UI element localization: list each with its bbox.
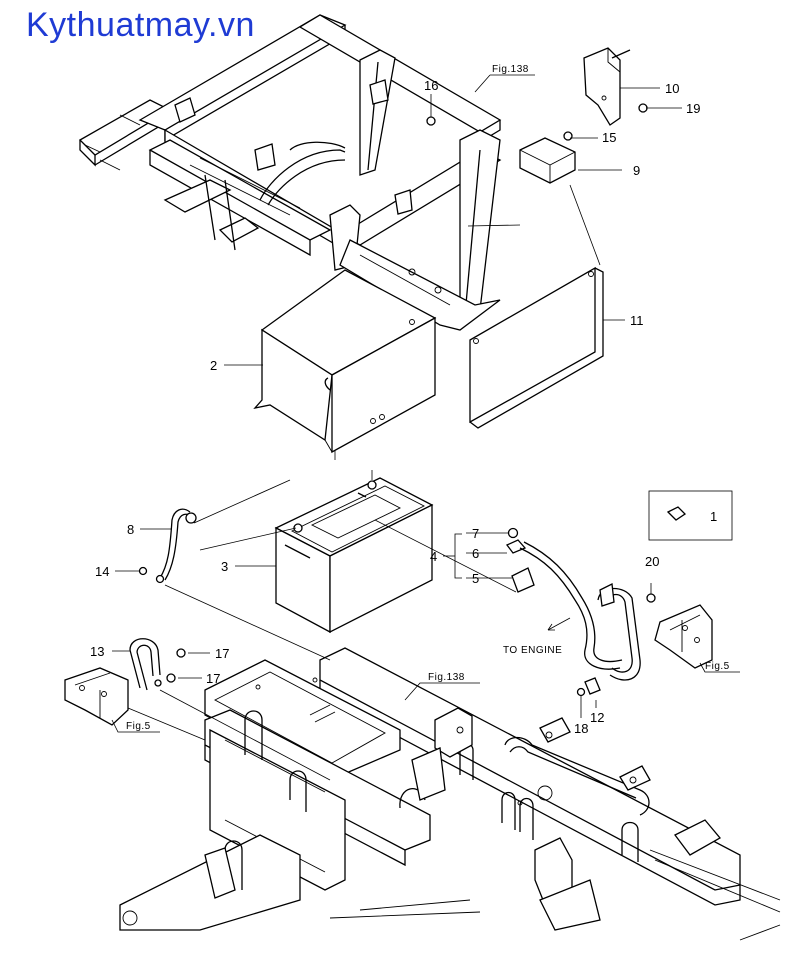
fasteners <box>138 103 687 697</box>
callout-6: 6 <box>472 546 479 561</box>
battery <box>274 477 434 634</box>
callout-20: 20 <box>645 554 659 569</box>
callout-8: 8 <box>127 522 134 537</box>
callout-5: 5 <box>472 571 479 586</box>
left-bracket <box>64 638 162 726</box>
callout-11: 11 <box>630 313 644 328</box>
callout-16: 16 <box>424 78 438 93</box>
callout-3: 3 <box>221 559 228 574</box>
clamp-9 <box>519 137 576 184</box>
figure-references: Fig.138 Fig.138 Fig.5 Fig.5 TO ENGINE <box>126 64 730 732</box>
figref-138-bottom: Fig.138 <box>428 672 465 683</box>
to-engine-note: TO ENGINE <box>503 645 562 656</box>
figref-138-top: Fig.138 <box>492 64 529 75</box>
callout-18: 18 <box>574 721 588 736</box>
callout-2: 2 <box>210 358 217 373</box>
bracket-10 <box>583 47 631 126</box>
callout-7: 7 <box>472 526 479 541</box>
callout-13: 13 <box>90 644 104 659</box>
callout-1: 1 <box>710 509 717 524</box>
callout-9: 9 <box>633 163 640 178</box>
callout-17-lower: 17 <box>206 671 220 686</box>
callout-12: 12 <box>590 710 604 725</box>
figref-5-right: Fig.5 <box>705 661 730 672</box>
lower-chassis <box>119 647 781 941</box>
battery-cover <box>253 269 437 454</box>
callout-15: 15 <box>602 130 616 145</box>
callout-14: 14 <box>95 564 109 579</box>
leader-lines <box>111 74 740 781</box>
site-watermark: Kythuatmay.vn <box>26 6 255 44</box>
callout-numbers: 1 2 3 4 5 6 7 8 9 10 11 12 13 14 15 16 1… <box>90 78 717 736</box>
callout-10: 10 <box>665 81 679 96</box>
callout-4: 4 <box>430 549 437 564</box>
callout-17-upper: 17 <box>215 646 229 661</box>
figref-5-left: Fig.5 <box>126 721 151 732</box>
right-bracket <box>584 604 713 695</box>
battery-cables <box>155 508 641 681</box>
side-panel <box>469 266 604 429</box>
upper-frame <box>78 14 502 331</box>
callout-19: 19 <box>686 101 700 116</box>
